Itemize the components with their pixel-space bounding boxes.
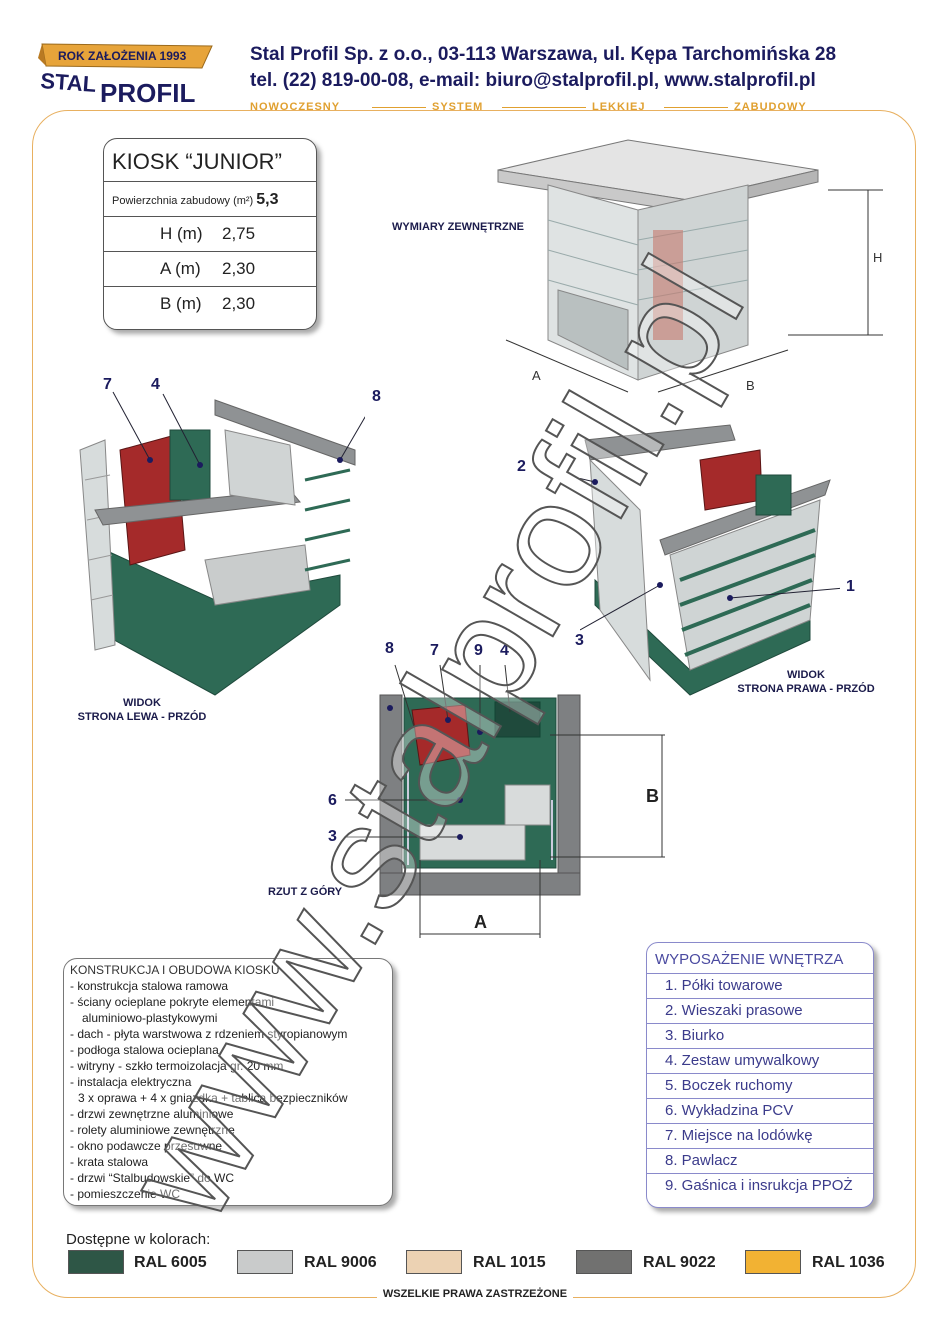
right-view-caption-2: STRONA PRAWA - PRZÓD — [737, 683, 875, 695]
color-label: RAL 9022 — [643, 1254, 716, 1271]
color-label: RAL 6005 — [134, 1254, 207, 1271]
color-label: RAL 9006 — [304, 1254, 377, 1271]
equipment-item: 5. Boczek ruchomy — [647, 1074, 873, 1099]
left-callout-8: 8 — [372, 388, 381, 405]
color-swatch — [237, 1250, 293, 1274]
left-view-caption-2: STRONA LEWA - PRZÓD — [77, 711, 207, 723]
spec-row-value: 2,30 — [222, 294, 256, 313]
spec-row-value: 2,75 — [222, 224, 256, 243]
equipment-list: WYPOSAŻENIE WNĘTRZA 1. Półki towarowe 2.… — [646, 942, 874, 1208]
kiosk-top-view-drawing — [345, 664, 665, 938]
construction-line: - dach - płyta warstwowa z rdzeniem styr… — [70, 1027, 348, 1041]
company-address: Stal Profil Sp. z o.o., 03-113 Warszawa,… — [250, 44, 837, 65]
spec-area-value: 5,3 — [256, 191, 279, 208]
equipment-item: 4. Zestaw umywalkowy — [647, 1049, 873, 1074]
logo-stal: STAL — [40, 68, 97, 97]
dim-b-label: B — [746, 378, 755, 393]
color-label: RAL 1036 — [812, 1254, 885, 1271]
spec-title: KIOSK “JUNIOR” — [104, 139, 316, 182]
spec-area: Powierzchnia zabudowy (m²) 5,3 — [104, 182, 316, 217]
construction-line: - konstrukcja stalowa ramowa — [70, 979, 229, 993]
right-callout-3: 3 — [575, 632, 584, 649]
top-callout-7: 7 — [430, 642, 439, 659]
spec-row-value: 2,30 — [222, 259, 256, 278]
tagline-word: ZABUDOWY — [734, 101, 807, 113]
tagline-word: NOWOCZESNY — [250, 101, 341, 113]
colors-title: Dostępne w kolorach: — [66, 1231, 211, 1248]
color-swatch — [745, 1250, 801, 1274]
equipment-title: WYPOSAŻENIE WNĘTRZA — [647, 943, 873, 974]
left-view-caption-1: WIDOK — [123, 697, 161, 709]
plan-dim-b: B — [646, 786, 659, 806]
construction-line: - drzwi zewnętrzne aluminiowe — [70, 1107, 234, 1121]
logo-profil: PROFIL — [100, 78, 195, 108]
construction-line: - rolety aluminiowe zewnętrzne — [70, 1123, 235, 1137]
company-contact: tel. (22) 819-00-08, e-mail: biuro@stalp… — [250, 70, 816, 91]
spec-row: H (m) 2,75 — [104, 217, 316, 252]
equipment-item: 2. Wieszaki prasowe — [647, 999, 873, 1024]
dim-h-label: H — [873, 250, 882, 265]
color-label: RAL 1015 — [473, 1254, 546, 1271]
right-view-caption-1: WIDOK — [787, 669, 825, 681]
kiosk-right-view-drawing — [580, 424, 840, 696]
spec-row: B (m) 2,30 — [104, 287, 316, 321]
construction-list: KONSTRUKCJA I OBUDOWA KIOSKU - konstrukc… — [63, 958, 393, 1206]
kiosk-left-view-drawing — [79, 391, 365, 696]
color-swatch — [406, 1250, 462, 1274]
tagline-divider — [664, 107, 728, 108]
rights-reserved: WSZELKIE PRAWA ZASTRZEŻONE — [0, 1288, 950, 1300]
spec-table: KIOSK “JUNIOR” Powierzchnia zabudowy (m²… — [103, 138, 317, 330]
left-callout-4: 4 — [151, 376, 160, 393]
construction-line: - drzwi “Stalbudowskie” do WC — [70, 1171, 235, 1185]
right-callout-1: 1 — [846, 578, 855, 595]
equipment-item: 9. Gaśnica i insrukcja PPOŻ — [665, 1177, 853, 1194]
construction-line: - podłoga stalowa ocieplana — [70, 1043, 219, 1057]
spec-row-label: A (m) — [160, 259, 201, 278]
top-callout-8: 8 — [385, 640, 394, 657]
construction-line: - instalacja elektryczna — [70, 1075, 192, 1089]
left-callout-7: 7 — [103, 376, 112, 393]
right-callout-2: 2 — [517, 458, 526, 475]
construction-line: - ściany ocieplane pokryte elementami — [70, 995, 275, 1009]
spec-row-label: B (m) — [160, 294, 202, 313]
equipment-item: 8. Pawlacz — [647, 1149, 873, 1174]
construction-title: KONSTRUKCJA I OBUDOWA KIOSKU — [70, 963, 280, 977]
logo-year: ROK ZAŁOŻENIA 1993 — [58, 48, 187, 63]
spec-area-label: Powierzchnia zabudowy (m²) — [112, 195, 254, 207]
top-callout-6: 6 — [328, 792, 337, 809]
color-swatch — [576, 1250, 632, 1274]
tagline-word: LEKKIEJ — [592, 101, 646, 113]
equipment-item: 1. Półki towarowe — [647, 974, 873, 999]
top-callout-9: 9 — [474, 642, 483, 659]
tagline-divider — [372, 107, 426, 108]
construction-line: - krata stalowa — [70, 1155, 149, 1169]
top-callout-3: 3 — [328, 828, 337, 845]
construction-line: - okno podawcze przesuwne — [70, 1139, 223, 1153]
tagline-word: SYSTEM — [432, 101, 484, 113]
tagline-divider — [502, 107, 586, 108]
top-view-caption: RZUT Z GÓRY — [268, 886, 343, 898]
exterior-dims-caption: WYMIARY ZEWNĘTRZNE — [392, 221, 524, 233]
construction-line: - pomieszczenie WC — [70, 1187, 181, 1201]
stal-profil-logo: ROK ZAŁOŻENIA 1993 STAL PROFIL — [38, 43, 213, 108]
spec-row-label: H (m) — [160, 224, 203, 243]
kiosk-exterior-drawing: A B H — [497, 139, 883, 393]
equipment-item: 6. Wykładzina PCV — [647, 1099, 873, 1124]
equipment-item: 3. Biurko — [647, 1024, 873, 1049]
construction-line: 3 x oprawa + 4 x gniazdka + tablica bezp… — [78, 1091, 348, 1105]
rights-text: WSZELKIE PRAWA ZASTRZEŻONE — [376, 1288, 574, 1300]
color-swatch — [68, 1250, 124, 1274]
construction-line: - witryny - szkło termoizolacja gr. 20 m… — [70, 1059, 284, 1073]
spec-row: A (m) 2,30 — [104, 252, 316, 287]
plan-dim-a: A — [474, 912, 487, 932]
construction-line: aluminiowo-plastykowymi — [82, 1011, 218, 1025]
equipment-item: 7. Miejsce na lodówkę — [647, 1124, 873, 1149]
dim-a-label: A — [532, 368, 541, 383]
top-callout-4: 4 — [500, 642, 509, 659]
